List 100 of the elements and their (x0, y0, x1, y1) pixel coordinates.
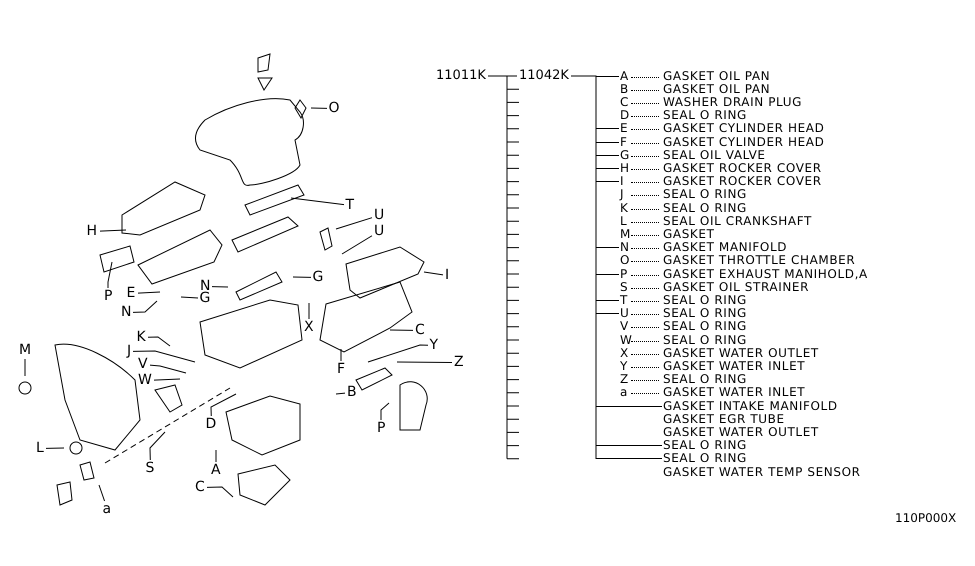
leader-line (138, 292, 160, 294)
part-name: GASKET MANIFOLD (663, 241, 788, 254)
leader-line (210, 394, 236, 416)
callout-letter: V (137, 356, 149, 372)
leader-line (336, 217, 372, 230)
callout-letter: V (620, 320, 629, 334)
callout-letter: H (620, 162, 630, 175)
callout-letter: S (620, 280, 628, 294)
callout-letter: a (102, 502, 112, 516)
callout-letter: U (620, 307, 630, 320)
callout-letter: T (344, 198, 356, 212)
callout-letter: Y (620, 360, 628, 373)
part-name: GASKET (663, 228, 715, 241)
callout-letter: H (86, 224, 98, 238)
leader-line (132, 300, 158, 313)
leader-line (150, 364, 186, 374)
leader-line (46, 448, 64, 449)
part-name: GASKET OIL PAN (663, 70, 770, 82)
leader-line (290, 198, 344, 206)
leader-line (380, 402, 390, 420)
callout-letter: U (373, 208, 386, 222)
callout-letter: L (620, 214, 628, 228)
callout-letter: T (620, 294, 628, 307)
callout-letter: K (136, 330, 147, 344)
callout-letter: N (620, 241, 630, 254)
leader-line (342, 235, 372, 254)
part-name: GASKET EGR TUBE (663, 412, 785, 426)
callout-letter: P (620, 268, 628, 280)
leader-line (310, 108, 328, 109)
callout-letter: Z (453, 354, 465, 370)
leader-line (24, 358, 26, 376)
callout-letter: K (620, 202, 628, 214)
callout-letter: X (620, 346, 629, 360)
callout-letter: Y (428, 338, 440, 352)
callout-letter: G (312, 270, 324, 284)
leader-line (212, 286, 228, 288)
part-name: GASKET ROCKER COVER (663, 175, 822, 188)
leader-line (368, 344, 428, 362)
leader-line (336, 392, 346, 394)
diagram-code: 110P000X (895, 511, 956, 525)
part-name: GASKET OIL PAN (663, 82, 770, 96)
callout-letter: P (103, 288, 114, 304)
leader-line (132, 350, 196, 362)
leader-line (340, 348, 342, 362)
callout-letter: F (336, 362, 346, 376)
leader-line (98, 484, 106, 502)
callout-letter: C (414, 322, 426, 338)
part-name: GASKET OIL STRAINER (663, 280, 810, 294)
part-name: GASKET WATER OUTLET (663, 346, 819, 360)
part-number: 11042K (519, 69, 569, 83)
part-name: SEAL O RING (663, 202, 747, 214)
callout-letter: I (444, 268, 450, 282)
callout-letter: J (620, 188, 624, 202)
leader-line (150, 432, 166, 460)
callout-letter: J (126, 344, 132, 358)
callout-letter: W (620, 334, 632, 346)
part-name: SEAL O RING (663, 307, 747, 320)
leader-line (154, 378, 180, 381)
callout-letter: X (303, 320, 315, 334)
callout-letter: B (620, 82, 629, 96)
callout-letter: M (620, 228, 631, 241)
part-name: GASKET WATER OUTLET (663, 426, 819, 439)
callout-letter: G (620, 148, 630, 162)
part-name: GASKET WATER TEMP SENSOR (663, 466, 861, 478)
callout-letter: G (198, 290, 212, 306)
part-number: 11011K (436, 69, 486, 83)
callout-letter: C (194, 480, 206, 494)
part-name: SEAL O RING (663, 439, 747, 452)
callout-letter: I (620, 175, 624, 188)
part-name: GASKET CYLINDER HEAD (663, 122, 824, 136)
callout-letter: E (620, 122, 628, 136)
callout-letter: E (126, 286, 136, 300)
leader-line (390, 330, 414, 331)
callout-letter: D (204, 416, 218, 432)
callout-letter: L (35, 440, 45, 456)
callout-letter: B (346, 384, 358, 400)
callout-letter: P (376, 420, 386, 436)
leader-line (148, 336, 170, 346)
callout-letter: U (373, 224, 386, 238)
callout-letter: C (620, 96, 629, 109)
part-name: SEAL O RING (663, 452, 747, 466)
callout-letter: D (620, 109, 630, 122)
part-name: SEAL OIL CRANKSHAFT (663, 214, 812, 228)
part-name: SEAL O RING (663, 188, 747, 202)
callout-letter: N (120, 304, 132, 320)
callout-letter: a (620, 386, 628, 400)
callout-letter: A (620, 70, 629, 82)
part-name: GASKET WATER INLET (663, 360, 806, 373)
part-name: SEAL O RING (663, 109, 747, 122)
leader-line (206, 486, 234, 498)
callout-letter: M (18, 342, 32, 358)
leader-line (180, 296, 198, 299)
callout-letter: A (210, 462, 222, 478)
part-name: SEAL O RING (663, 334, 747, 346)
leader-line (292, 276, 312, 278)
leader-line (308, 302, 310, 320)
part-name: SEAL O RING (663, 373, 747, 386)
callout-letter: F (620, 136, 628, 148)
part-name: GASKET CYLINDER HEAD (663, 136, 824, 148)
part-name: GASKET INTAKE MANIFOLD (663, 400, 838, 412)
